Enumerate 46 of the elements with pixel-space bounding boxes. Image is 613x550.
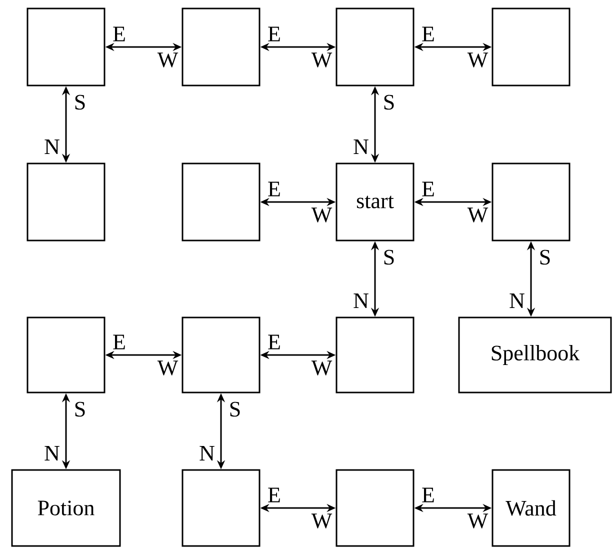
direction-label: S	[384, 250, 394, 265]
direction-label: E	[268, 182, 280, 196]
empty-box	[492, 162, 570, 242]
empty-box	[336, 469, 414, 547]
empty-box	[336, 316, 414, 394]
empty-box	[182, 316, 260, 394]
direction-label: W	[467, 52, 488, 68]
direction-label: E	[268, 26, 280, 42]
direction-label: W	[157, 52, 178, 68]
direction-label: S	[540, 250, 550, 265]
direction-label: S	[75, 402, 85, 417]
empty-box	[492, 8, 570, 86]
direction-label: E	[422, 26, 434, 42]
direction-label: N	[44, 140, 60, 154]
direction-label: W	[157, 360, 178, 376]
direction-label: E	[268, 488, 280, 502]
direction-label: W	[311, 360, 332, 376]
direction-label: W	[311, 52, 332, 68]
room-box: Wand	[492, 469, 570, 547]
direction-label: E	[268, 334, 280, 350]
empty-box	[26, 8, 106, 86]
empty-box	[182, 162, 260, 242]
empty-box	[26, 316, 106, 394]
room-box: Spellbook	[458, 316, 612, 394]
direction-label: N	[354, 140, 368, 154]
direction-label: E	[422, 182, 434, 196]
empty-box	[182, 8, 260, 86]
empty-box	[182, 469, 260, 547]
direction-label: E	[113, 334, 125, 350]
direction-label: N	[44, 446, 60, 460]
room-box: start	[336, 162, 414, 242]
direction-label: N	[510, 294, 524, 308]
direction-label: E	[422, 488, 434, 502]
direction-label: W	[311, 514, 332, 528]
direction-label: N	[200, 446, 214, 460]
empty-box	[336, 8, 414, 86]
direction-label: S	[384, 94, 394, 110]
direction-label: E	[113, 26, 125, 42]
room-box: Potion	[11, 469, 121, 547]
empty-box	[26, 162, 106, 242]
direction-label: N	[354, 294, 368, 308]
direction-label: W	[311, 208, 332, 222]
direction-label: W	[467, 514, 488, 528]
direction-label: W	[467, 208, 488, 222]
direction-label: S	[75, 94, 85, 110]
direction-label: S	[230, 402, 240, 417]
